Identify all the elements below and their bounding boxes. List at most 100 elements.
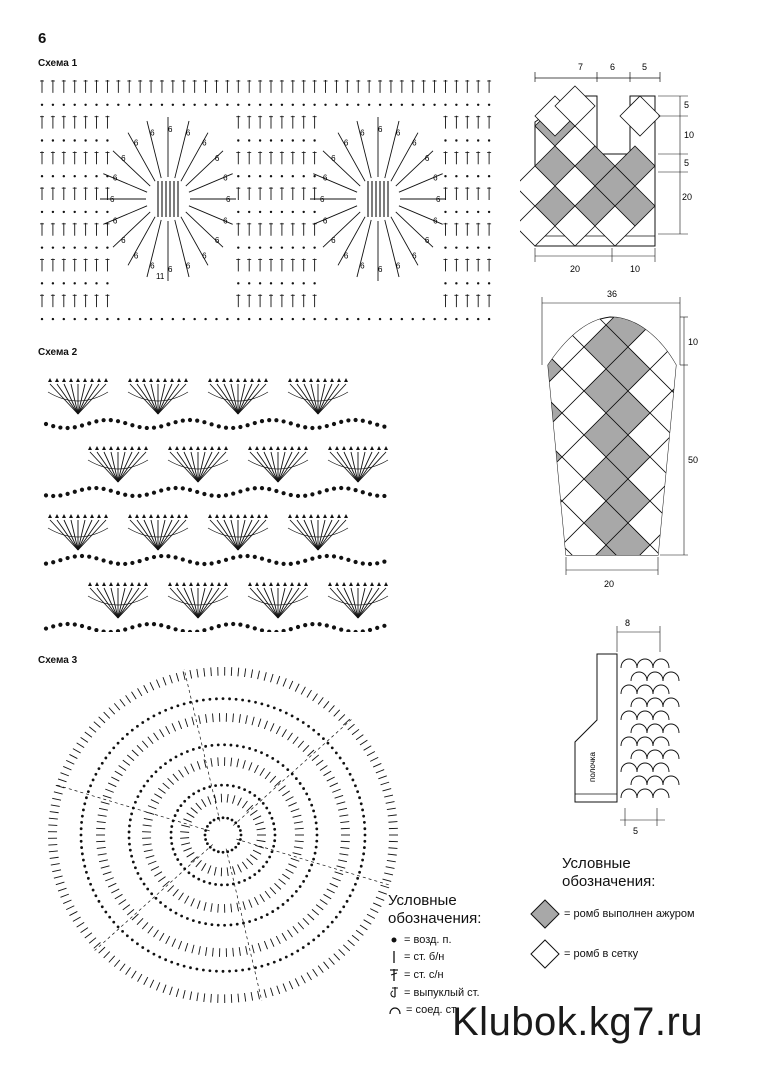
empty-diamond [716, 457, 730, 501]
edging-top-dim: 8 [625, 618, 630, 628]
filled-diamond [694, 479, 730, 523]
chain-dot [466, 103, 469, 106]
picot-mark [229, 514, 233, 518]
picot-mark [97, 514, 101, 518]
ring-stitch [276, 675, 281, 685]
shell-arc [287, 527, 349, 538]
chain-dot [281, 628, 286, 632]
chain-dot [208, 881, 212, 885]
shell-stitch [310, 383, 319, 415]
ring-stitch [278, 785, 286, 792]
chain-dot [73, 210, 76, 214]
shell-stitch [197, 587, 206, 619]
ring-stitch [312, 693, 318, 702]
ring-stitch [52, 797, 62, 801]
ring-stitch [244, 992, 247, 1002]
ring-stitch [196, 668, 199, 678]
chain-dot [141, 946, 145, 949]
motif-ray [185, 150, 224, 187]
ring-stitch [118, 765, 127, 771]
chain-dot [84, 246, 87, 249]
chain-dot [466, 210, 469, 214]
chain-dot [307, 724, 310, 728]
ring-stitch [375, 896, 385, 901]
chain-dot [245, 624, 250, 629]
chain-dot [40, 282, 44, 285]
chain-dot [204, 922, 208, 926]
ring-stitch [285, 868, 294, 874]
chain-dot [345, 899, 349, 903]
ring-stitch [230, 903, 233, 913]
ring-stitch [241, 800, 248, 809]
chain-dot [146, 717, 150, 721]
chain-dot [231, 784, 235, 788]
chain-dot [258, 317, 262, 321]
ring-stitch [285, 796, 294, 802]
ring-stitch [175, 988, 180, 998]
chain-dot [160, 317, 164, 321]
chain-dot [237, 317, 240, 321]
chain-dot [231, 882, 235, 886]
ring-stitch [232, 713, 234, 723]
ring-stitch [319, 765, 328, 771]
chain-dot [237, 842, 240, 846]
stitch-legend: Условные обозначения: = возд. п. = ст. б… [388, 892, 481, 1016]
ring-stitch [315, 904, 324, 911]
chain-dot [326, 741, 330, 745]
chain-dot [312, 728, 316, 732]
chain-dot [353, 629, 358, 632]
ring-stitch [159, 729, 165, 738]
ring-stitch [294, 827, 304, 830]
ring-stitch [84, 932, 93, 939]
chain-dot [286, 768, 290, 771]
ring-stitch [252, 849, 262, 855]
chain-dot [313, 851, 317, 855]
motif-ray [180, 216, 209, 266]
motif-count-label: 6 [344, 138, 349, 147]
chain-dot [444, 282, 447, 285]
picot-mark [90, 378, 94, 382]
ring-stitch [183, 847, 192, 852]
motif-ray [185, 211, 224, 248]
shell-stitch [136, 519, 159, 551]
picot-mark [130, 582, 134, 586]
shell-stitch [143, 519, 159, 551]
ring-stitch [306, 689, 312, 698]
chain-dot [238, 489, 243, 494]
shell-stitch [63, 519, 79, 551]
chain-dot [40, 317, 44, 321]
scheme-2-chart [43, 378, 389, 632]
chain-dot [237, 786, 241, 789]
ring-stitch [311, 909, 320, 916]
picot-mark [356, 446, 360, 450]
ring-stitch [113, 959, 121, 967]
ring-stitch [333, 709, 341, 717]
ring-stitch [103, 951, 111, 959]
shell-arc [87, 459, 149, 470]
chain-dot [187, 559, 193, 564]
chain-dot [455, 210, 458, 214]
filled-diamond [671, 412, 676, 458]
empty-diamond [716, 413, 730, 457]
picot-mark [255, 446, 259, 450]
ring-stitch [97, 853, 107, 856]
chain-dot [87, 421, 92, 426]
chain-dot [242, 921, 245, 925]
chain-dot [40, 103, 44, 106]
chain-dot [265, 806, 269, 810]
motif-count-label: 6 [331, 236, 336, 245]
picot-mark [196, 446, 200, 450]
chain-dot [144, 492, 149, 497]
chain-dot [95, 282, 98, 285]
chain-dot [91, 888, 95, 892]
ring-stitch [50, 804, 60, 807]
ring-stitch [263, 720, 268, 730]
chain-dot [58, 558, 63, 563]
chain-dot [260, 915, 263, 919]
chain-dot [137, 424, 142, 430]
chain-dot [43, 421, 49, 427]
chain-dot [359, 864, 363, 868]
chain-dot [208, 821, 212, 825]
ring-stitch [169, 986, 173, 996]
shell-stitch [336, 451, 359, 483]
